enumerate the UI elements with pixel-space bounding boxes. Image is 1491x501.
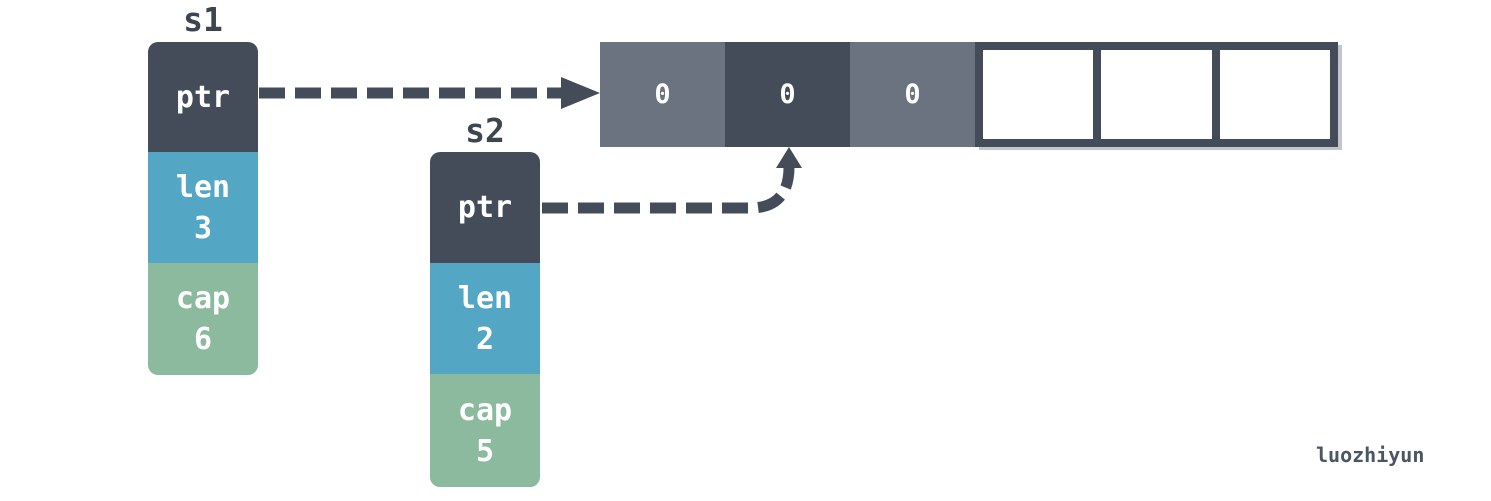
array-cell-5	[1219, 50, 1330, 139]
array-cell-3	[983, 50, 1094, 139]
slice-s2-len-cell: len 2	[430, 263, 540, 374]
array-cell-0: 0	[600, 42, 725, 147]
slice-s2-len-label: len	[457, 280, 513, 316]
array-cell-1: 0	[725, 42, 850, 147]
slice-s1-ptr-cell: ptr	[148, 42, 258, 152]
slice-s2-ptr-cell: ptr	[430, 152, 540, 263]
slice-s1-ptr-label: ptr	[175, 79, 231, 115]
slice-s1-len-cell: len 3	[148, 152, 258, 263]
slice-s2-ptr-label: ptr	[457, 190, 513, 225]
slice-s1-len-label: len	[175, 169, 231, 205]
array-cell-2: 0	[850, 42, 975, 147]
array-cell-4	[1101, 50, 1212, 139]
s2-ptr-arrow-line	[542, 166, 795, 214]
slice-s1-cap-label: cap	[175, 281, 231, 316]
s1-ptr-arrow-head	[561, 77, 600, 109]
watermark: luozhiyun	[1316, 443, 1425, 467]
slice-s2-cap-label: cap	[457, 392, 513, 428]
s1-ptr-arrow	[259, 77, 600, 109]
s2-ptr-arrow-head	[776, 147, 802, 168]
slice-s1-cap-cell: cap 6	[148, 263, 258, 375]
slice-s1-struct: ptr len 3 cap 6	[148, 42, 258, 375]
s2-ptr-arrow	[542, 147, 802, 214]
slice-s1-len-value: 3	[193, 210, 213, 246]
slice-s2-struct: ptr len 2 cap 5	[430, 152, 540, 487]
slice-s1-label: s1	[183, 0, 223, 39]
slice-s2-label: s2	[465, 111, 505, 150]
backing-array: 0 0 0	[600, 42, 1338, 147]
slice-s2-cap-cell: cap 5	[430, 374, 540, 487]
slice-s1-cap-value: 6	[193, 322, 213, 357]
array-unused-capacity-section	[975, 42, 1338, 147]
slice-s2-cap-value: 5	[475, 433, 495, 469]
slice-s2-len-value: 2	[475, 321, 495, 357]
